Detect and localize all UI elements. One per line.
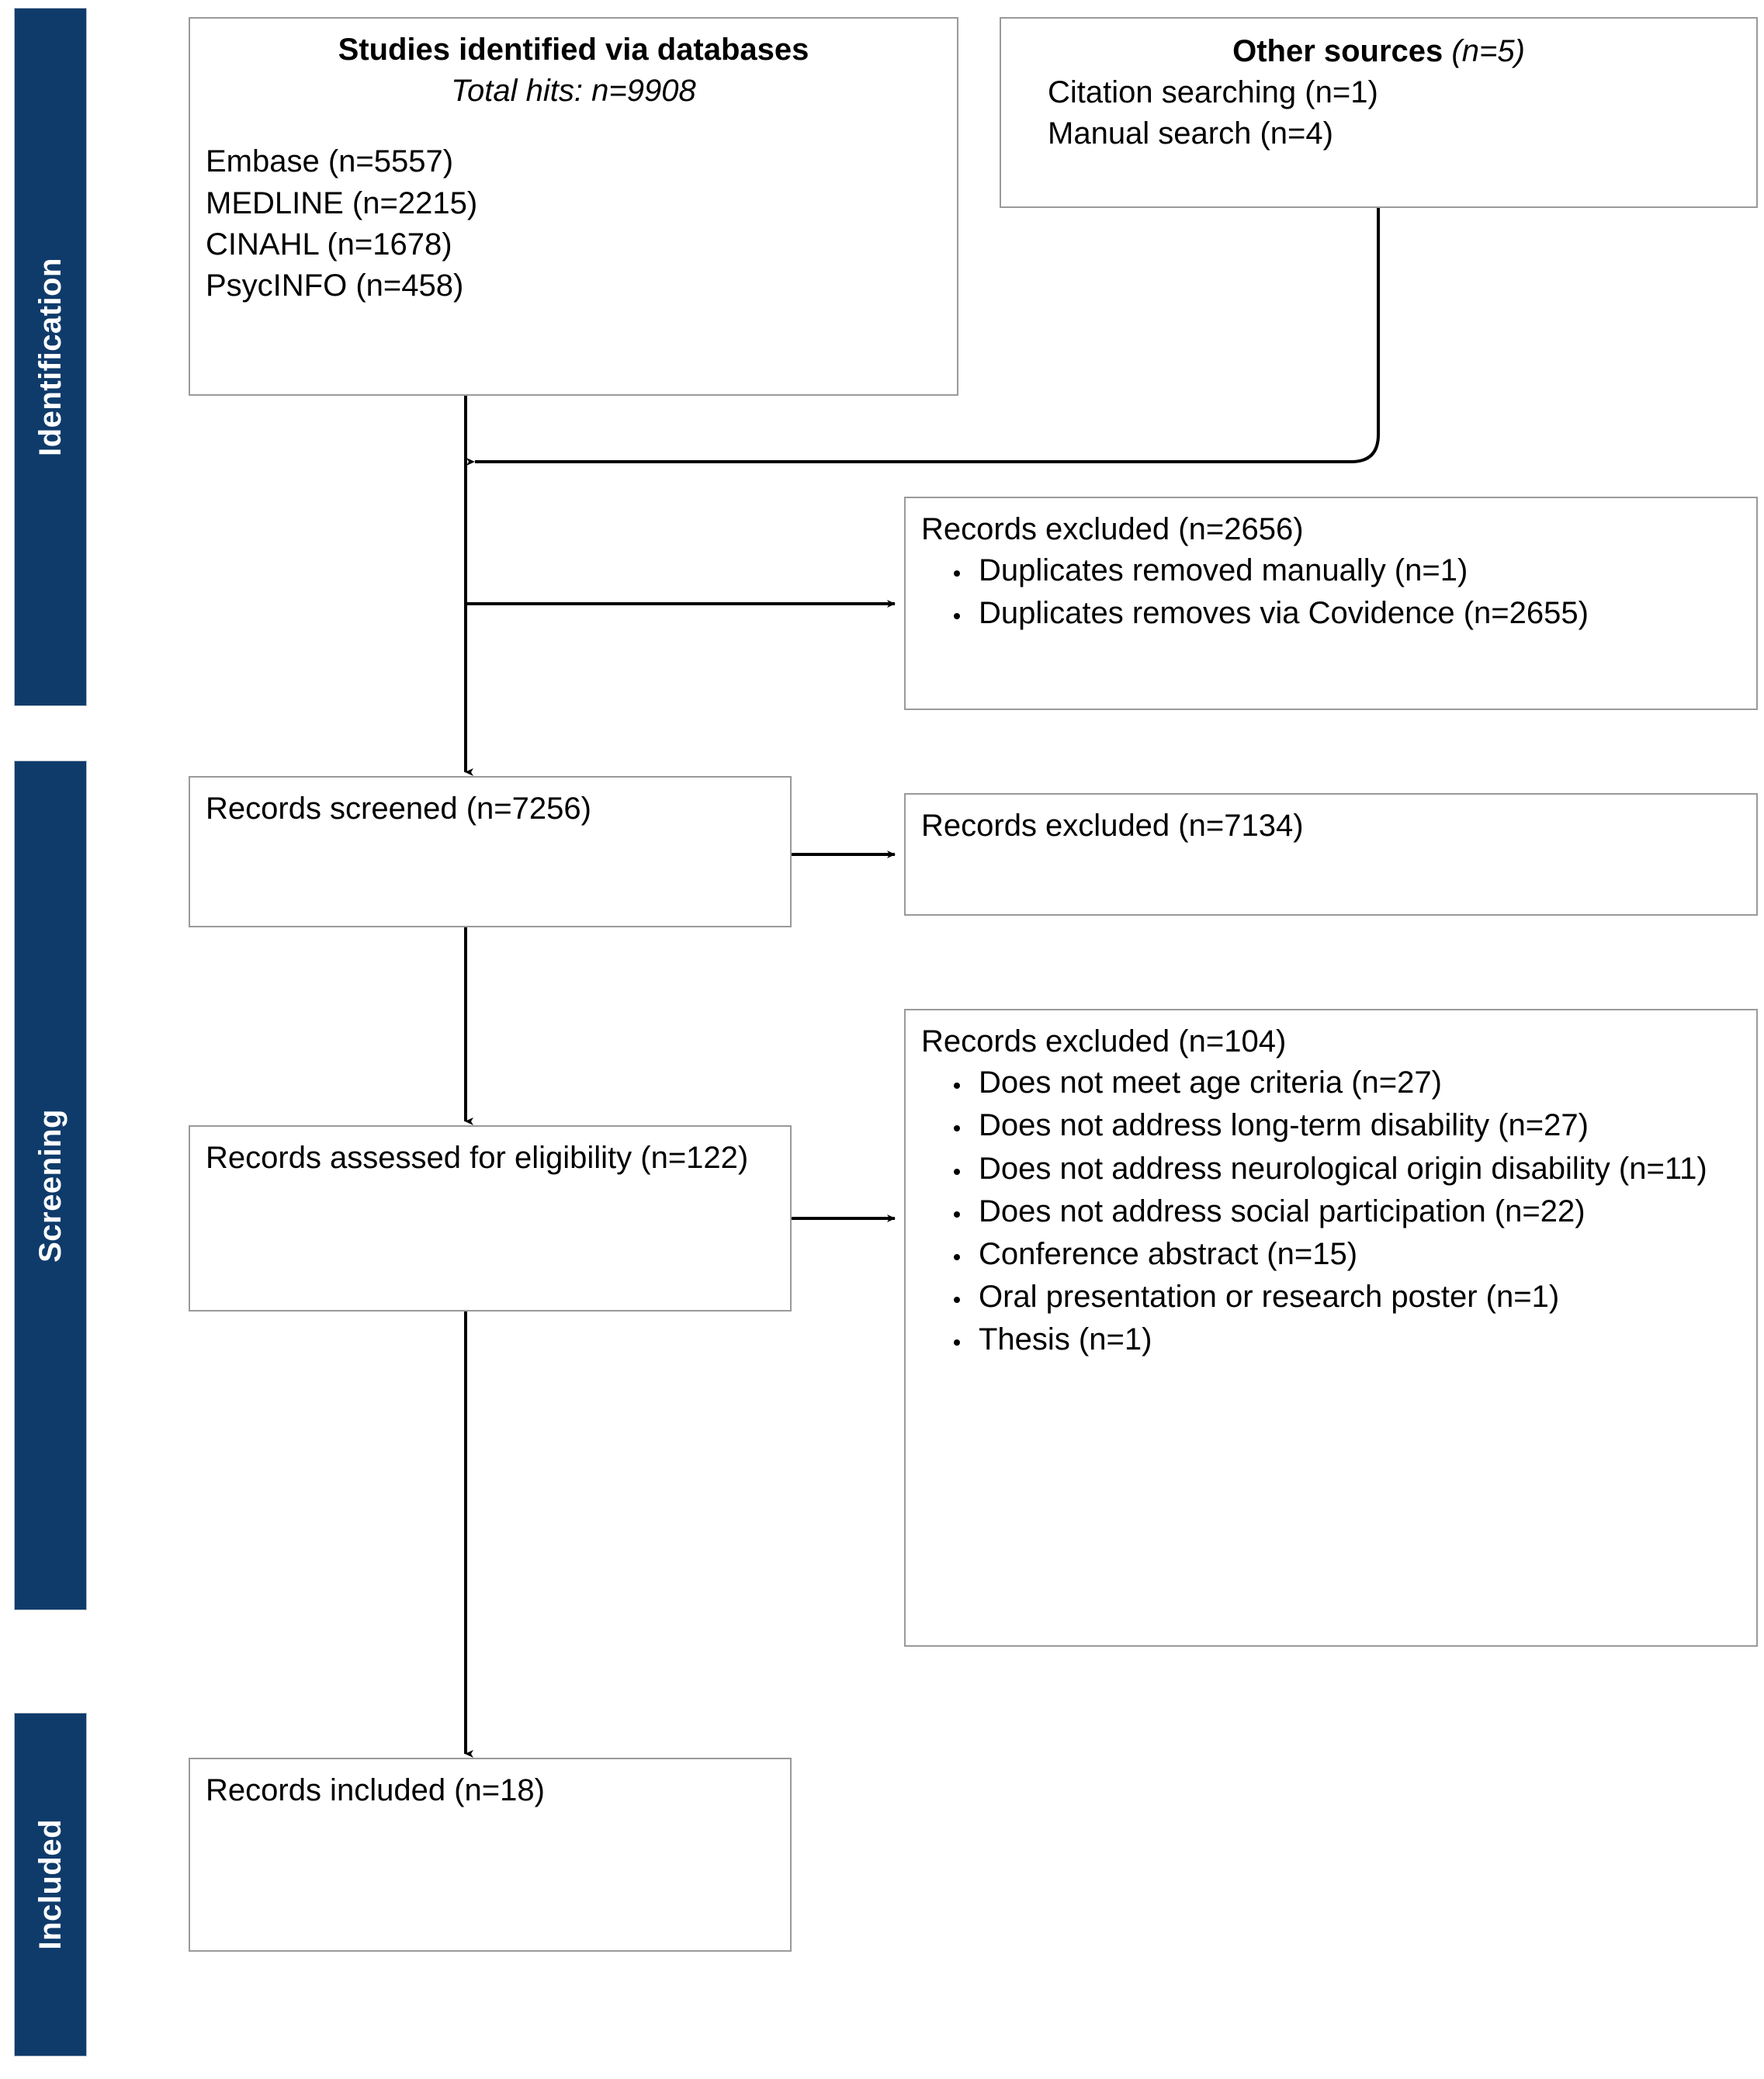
database-source-medline: MEDLINE (n=2215)	[206, 185, 478, 220]
stage-bar-identification: Identification	[14, 8, 87, 706]
excluded-duplicates-heading: Records excluded (n=2656)	[921, 512, 1304, 546]
stage-bar-screening: Screening	[14, 761, 87, 1610]
box-records-excluded-screening: Records excluded (n=7134)	[904, 793, 1758, 916]
list-item: Does not address long-term disability (n…	[954, 1105, 1741, 1146]
stage-label-screening: Screening	[33, 1108, 68, 1263]
box-records-included: Records included (n=18)	[189, 1758, 792, 1952]
list-item: Does not address social participation (n…	[954, 1191, 1741, 1232]
other-sources-title: Other sources	[1232, 34, 1443, 68]
stage-label-included: Included	[33, 1819, 68, 1950]
databases-subtitle: Total hits: n=9908	[451, 74, 696, 109]
box-other-sources: Other sources (n=5) Citation searching (…	[1000, 17, 1758, 208]
list-item: Duplicates removes via Covidence (n=2655…	[954, 593, 1741, 634]
database-source-psycinfo: PsycINFO (n=458)	[206, 268, 464, 303]
records-eligibility-line1: Records assessed for eligibility	[206, 1141, 632, 1175]
list-item: Duplicates removed manually (n=1)	[954, 550, 1741, 591]
list-item: Oral presentation or research poster (n=…	[954, 1277, 1741, 1318]
other-source-citation-searching: Citation searching (n=1)	[1048, 75, 1378, 110]
box-records-excluded-eligibility: Records excluded (n=104) Does not meet a…	[904, 1009, 1758, 1647]
stage-bar-included: Included	[14, 1713, 87, 2056]
box-records-excluded-duplicates: Records excluded (n=2656) Duplicates rem…	[904, 497, 1758, 710]
box-records-assessed-eligibility: Records assessed for eligibility (n=122)	[189, 1125, 792, 1312]
list-item: Conference abstract (n=15)	[954, 1234, 1741, 1275]
list-item: Does not meet age criteria (n=27)	[954, 1062, 1741, 1104]
list-item: Thesis (n=1)	[954, 1319, 1741, 1360]
excluded-duplicates-list: Duplicates removed manually (n=1) Duplic…	[921, 550, 1741, 634]
records-included-label: Records included (n=18)	[206, 1773, 545, 1807]
database-source-embase: Embase (n=5557)	[206, 144, 454, 179]
stage-label-identification: Identification	[33, 258, 68, 456]
excluded-eligibility-heading: Records excluded (n=104)	[921, 1024, 1287, 1059]
records-screened-label: Records screened (n=7256)	[206, 792, 591, 826]
other-sources-title-row: Other sources (n=5)	[1017, 31, 1741, 72]
databases-title: Studies identified via databases	[338, 33, 809, 67]
list-item: Does not address neurological origin dis…	[954, 1149, 1741, 1190]
other-source-manual-search: Manual search (n=4)	[1048, 116, 1333, 151]
records-excluded-screening-label: Records excluded (n=7134)	[921, 809, 1304, 843]
box-studies-identified-databases: Studies identified via databases Total h…	[189, 17, 958, 396]
records-eligibility-line2: (n=122)	[640, 1141, 749, 1175]
other-sources-title-count: (n=5)	[1451, 34, 1525, 68]
database-source-cinahl: CINAHL (n=1678)	[206, 227, 452, 262]
box-records-screened: Records screened (n=7256)	[189, 776, 792, 927]
excluded-eligibility-list: Does not meet age criteria (n=27) Does n…	[921, 1062, 1741, 1360]
